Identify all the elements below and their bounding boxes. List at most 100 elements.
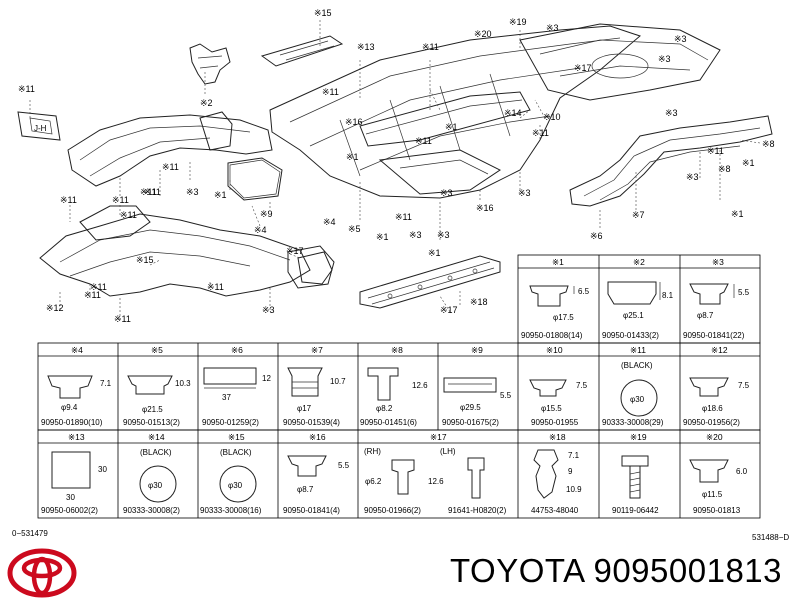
callout: ※4 bbox=[254, 225, 267, 235]
svg-text:φ18.6: φ18.6 bbox=[702, 404, 723, 413]
callout: ※20 bbox=[474, 29, 492, 39]
callout: ※17 bbox=[440, 305, 458, 315]
panel-part-15 bbox=[260, 35, 344, 67]
callout: ※11 bbox=[162, 162, 179, 172]
callout: ※17 bbox=[574, 63, 592, 73]
spec-cell-13: ※13 30 30 90950-06002(2) bbox=[41, 432, 107, 515]
svg-text:90333-30008(29): 90333-30008(29) bbox=[602, 418, 664, 427]
callout: ※3 bbox=[686, 172, 699, 182]
rear-side-member bbox=[569, 115, 773, 207]
svg-text:7.1: 7.1 bbox=[100, 379, 112, 388]
spec-cell-4: ※4 7.1 φ9.4 90950-01890(10) bbox=[41, 345, 112, 427]
spec-cell-8: ※8 12.6 φ8.2 90950-01451(6) bbox=[360, 345, 428, 427]
svg-text:90950-01539(4): 90950-01539(4) bbox=[283, 418, 340, 427]
callout: ※1 bbox=[346, 152, 359, 162]
callout: ※11 bbox=[84, 290, 101, 300]
svg-text:7.5: 7.5 bbox=[576, 381, 588, 390]
callout: ※15 bbox=[314, 8, 332, 18]
main-floor-pan bbox=[269, 25, 641, 199]
svg-text:90333-30008(2): 90333-30008(2) bbox=[123, 506, 180, 515]
svg-text:(LH): (LH) bbox=[440, 447, 456, 456]
svg-text:(BLACK): (BLACK) bbox=[621, 361, 653, 370]
callout: ※15 bbox=[136, 255, 154, 265]
svg-text:φ15.5: φ15.5 bbox=[541, 404, 562, 413]
svg-text:※9: ※9 bbox=[471, 345, 483, 355]
callout: ※3 bbox=[518, 188, 531, 198]
svg-text:90950-01433(2): 90950-01433(2) bbox=[602, 331, 659, 340]
svg-text:※14: ※14 bbox=[148, 432, 165, 442]
callout: ※3 bbox=[658, 54, 671, 64]
svg-text:7.5: 7.5 bbox=[738, 381, 750, 390]
svg-text:※11: ※11 bbox=[630, 345, 646, 355]
rear-floor-section bbox=[519, 23, 721, 101]
svg-text:12: 12 bbox=[262, 374, 271, 383]
svg-text:φ29.5: φ29.5 bbox=[460, 403, 481, 412]
svg-text:5.5: 5.5 bbox=[500, 391, 512, 400]
svg-text:90333-30008(16): 90333-30008(16) bbox=[200, 506, 262, 515]
svg-text:30: 30 bbox=[98, 465, 107, 474]
svg-text:※1: ※1 bbox=[552, 257, 564, 267]
callout: ※11 bbox=[90, 282, 107, 292]
svg-text:12.6: 12.6 bbox=[428, 477, 444, 486]
svg-text:7.1: 7.1 bbox=[568, 451, 580, 460]
svg-text:10.9: 10.9 bbox=[566, 485, 582, 494]
callout: ※11 bbox=[532, 128, 549, 138]
svg-text:5.5: 5.5 bbox=[338, 461, 350, 470]
svg-text:※10: ※10 bbox=[546, 345, 563, 355]
figure-code-right: 531488−D bbox=[752, 533, 789, 542]
callout-labels: ※15 ※19 ※20 ※3 ※2 ※13 ※11 ※11 ※3 ※17 ※3 … bbox=[18, 8, 775, 324]
callout: ※6 bbox=[590, 231, 603, 241]
svg-text:φ17: φ17 bbox=[297, 404, 312, 413]
callout: ※14 bbox=[504, 108, 522, 118]
callout: ※1 bbox=[376, 232, 389, 242]
svg-text:90950-06002(2): 90950-06002(2) bbox=[41, 506, 98, 515]
spec-cell-7: ※7 10.7 φ17 90950-01539(4) bbox=[283, 345, 346, 427]
spec-cell-19: ※19 90119-06442 bbox=[612, 432, 659, 515]
svg-text:(RH): (RH) bbox=[364, 447, 381, 456]
callout: ※1 bbox=[742, 158, 755, 168]
callout: ※5 bbox=[348, 224, 361, 234]
callout: ※3 bbox=[440, 188, 453, 198]
callout: ※8 bbox=[718, 164, 731, 174]
svg-text:91641-H0820(2): 91641-H0820(2) bbox=[448, 506, 507, 515]
svg-text:5.5: 5.5 bbox=[738, 288, 750, 297]
svg-text:※16: ※16 bbox=[309, 432, 326, 442]
spec-cell-14: ※14 (BLACK) φ30 90333-30008(2) bbox=[123, 432, 180, 515]
callout: ※7 bbox=[632, 210, 645, 220]
svg-text:φ11.5: φ11.5 bbox=[702, 490, 723, 499]
leader-lines bbox=[29, 20, 761, 320]
svg-text:φ6.2: φ6.2 bbox=[365, 477, 382, 486]
callout: ※12 bbox=[46, 303, 64, 313]
callout: ※19 bbox=[509, 17, 527, 27]
svg-text:J-H: J-H bbox=[34, 124, 47, 133]
svg-text:90950-01259(2): 90950-01259(2) bbox=[202, 418, 259, 427]
callout: ※11 bbox=[114, 314, 131, 324]
callout: ※1 bbox=[445, 122, 458, 132]
spec-cell-11: ※11 (BLACK) φ30 90333-30008(29) bbox=[602, 345, 664, 427]
svg-text:※6: ※6 bbox=[231, 345, 243, 355]
spec-cell-3: ※3 5.5 φ8.7 90950-01841(22) bbox=[683, 257, 750, 340]
spec-cell-6: ※6 12 37 90950-01259(2) bbox=[202, 345, 271, 427]
svg-text:φ9.4: φ9.4 bbox=[61, 403, 78, 412]
toyota-logo bbox=[7, 548, 77, 598]
spec-cell-16: ※16 5.5 φ8.7 90950-01841(4) bbox=[283, 432, 350, 515]
svg-text:9: 9 bbox=[568, 467, 573, 476]
callout: ※13 bbox=[357, 42, 375, 52]
callout: ※11 bbox=[707, 146, 724, 156]
svg-text:90950-01841(22): 90950-01841(22) bbox=[683, 331, 745, 340]
svg-text:90950-01813: 90950-01813 bbox=[693, 506, 741, 515]
svg-text:90950-01890(10): 90950-01890(10) bbox=[41, 418, 103, 427]
svg-text:※17: ※17 bbox=[430, 432, 447, 442]
svg-text:※20: ※20 bbox=[706, 432, 723, 442]
svg-text:φ30: φ30 bbox=[630, 395, 645, 404]
spec-cell-12: ※12 7.5 φ18.6 90950-01956(2) bbox=[683, 345, 750, 427]
callout: ※11 bbox=[422, 42, 439, 52]
callout: ※16 bbox=[476, 203, 494, 213]
svg-text:※5: ※5 bbox=[151, 345, 163, 355]
svg-text:90950-01675(2): 90950-01675(2) bbox=[442, 418, 499, 427]
spec-cell-20: ※20 6.0 φ11.5 90950-01813 bbox=[689, 432, 748, 515]
svg-text:90950-01966(2): 90950-01966(2) bbox=[364, 506, 421, 515]
callout: ※3 bbox=[409, 230, 422, 240]
svg-text:(BLACK): (BLACK) bbox=[140, 448, 172, 457]
